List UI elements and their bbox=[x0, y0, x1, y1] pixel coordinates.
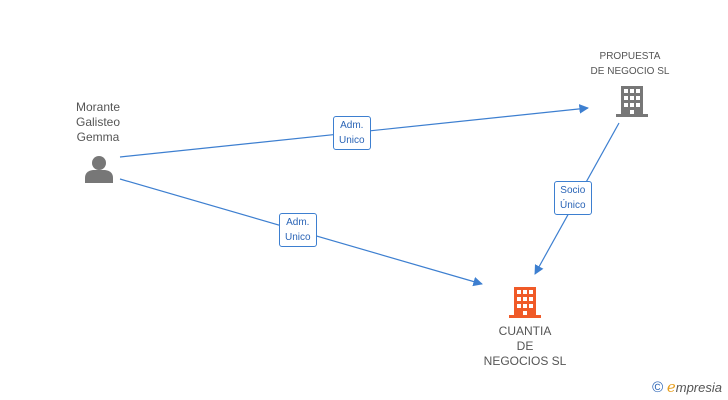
brand-initial: e bbox=[666, 378, 676, 396]
company-name-line: DE NEGOCIO SL bbox=[590, 66, 670, 77]
edge-label-adm-unico[interactable]: Adm. Unico bbox=[333, 116, 371, 150]
edge-label-line: Unico bbox=[285, 232, 311, 243]
copyright-icon: © bbox=[652, 379, 664, 396]
edge-label-socio-unico[interactable]: Socio Único bbox=[554, 181, 592, 215]
person-name-line: Galisteo bbox=[75, 115, 121, 129]
company-name-line: PROPUESTA bbox=[599, 51, 661, 62]
building-icon[interactable] bbox=[509, 287, 541, 318]
company-bottom-label[interactable]: CUANTIA DE NEGOCIOS SL bbox=[472, 324, 578, 369]
edge-label-line: Unico bbox=[339, 135, 365, 146]
copyright-watermark: © empresia bbox=[652, 378, 722, 396]
person-icon[interactable] bbox=[85, 156, 113, 183]
edge-label-line: Socio bbox=[560, 185, 586, 196]
brand-name: mpresia bbox=[675, 380, 722, 395]
edge-label-line: Adm. bbox=[340, 120, 364, 131]
company-top-label[interactable]: PROPUESTA DE NEGOCIO SL bbox=[570, 49, 690, 79]
company-name-line: NEGOCIOS SL bbox=[483, 354, 567, 368]
company-name-line: DE bbox=[516, 339, 534, 353]
person-name-label[interactable]: Morante Galisteo Gemma bbox=[58, 100, 138, 145]
company-name-line: CUANTIA bbox=[498, 324, 552, 338]
edge-label-adm-unico[interactable]: Adm. Unico bbox=[279, 213, 317, 247]
person-name-line: Gemma bbox=[76, 130, 120, 144]
building-icon[interactable] bbox=[616, 86, 648, 117]
person-name-line: Morante bbox=[75, 100, 121, 114]
edge-label-line: Único bbox=[560, 200, 586, 211]
edge-label-line: Adm. bbox=[286, 217, 310, 228]
